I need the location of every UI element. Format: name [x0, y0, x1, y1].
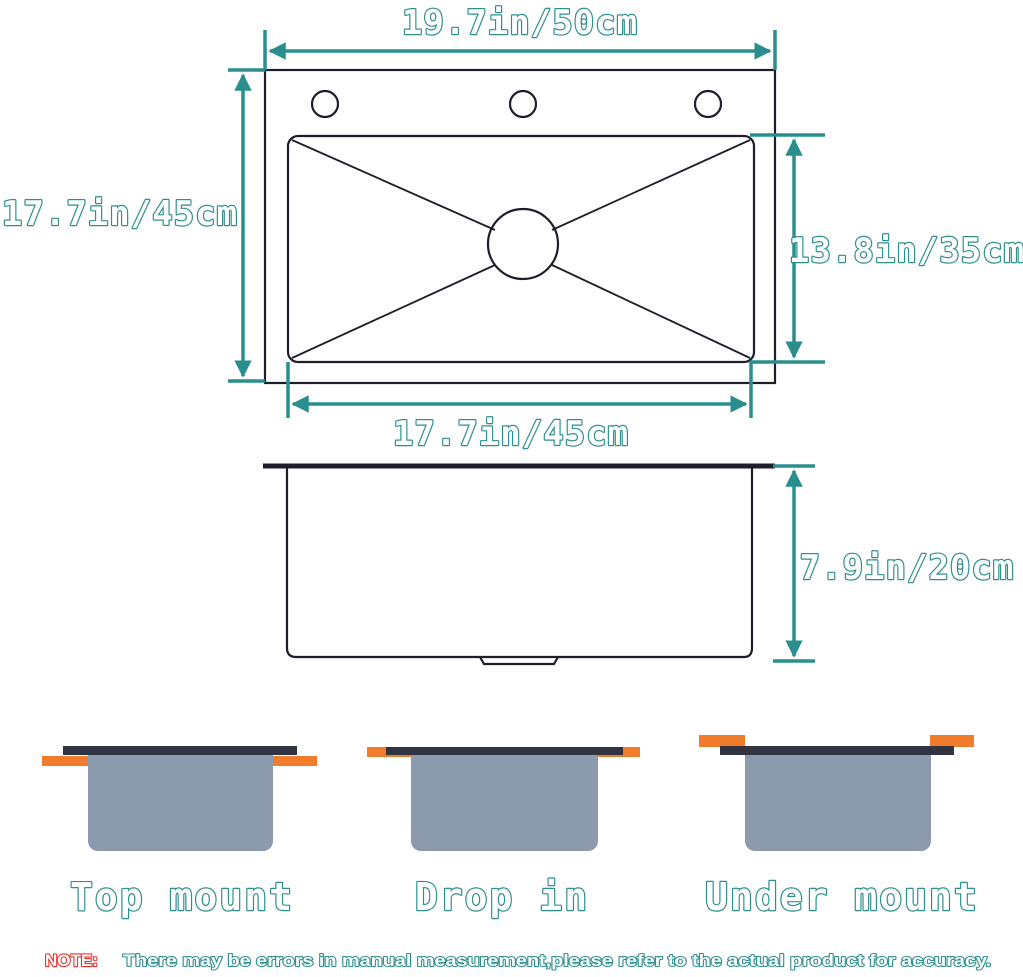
bowl-slope-line [291, 264, 496, 359]
outer-depth-dimension: 17.7in/45cm [1, 68, 265, 383]
sink-basin [411, 752, 598, 851]
sink-basin [88, 752, 273, 851]
side-view-sink [263, 463, 775, 666]
side-drain-outlet [479, 656, 559, 666]
sink-rim [720, 746, 954, 755]
top-width-dimension: 19.7in/50cm [263, 2, 777, 70]
bowl-width-dimension: 17.7in/45cm [286, 362, 753, 455]
top-mount-illustration [42, 746, 317, 851]
countertop-right [930, 735, 974, 747]
sink-outer-outline [263, 68, 777, 385]
top-width-label: 19.7in/50cm [402, 3, 638, 43]
under-mount-illustration [699, 735, 974, 851]
bowl-depth-label: 13.8in/35cm [789, 231, 1023, 271]
bowl-outline [286, 134, 756, 364]
note-tag: NOTE: [45, 951, 98, 970]
countertop-left [699, 735, 745, 747]
note-text: There may be errors in manual measuremen… [123, 951, 991, 970]
sink-basin [745, 752, 931, 851]
sink-basin-top [88, 752, 273, 772]
sink-basin-top [411, 752, 598, 772]
faucet-hole-right [693, 89, 723, 119]
bowl-height-label: 7.9in/20cm [800, 548, 1015, 588]
under-mount-label: Under mount [705, 875, 979, 919]
countertop-left [42, 756, 88, 766]
faucet-hole-left [310, 89, 340, 119]
bowl-slope-line [551, 264, 751, 359]
top-view-sink [263, 68, 777, 385]
drop-in-label: Drop in [415, 875, 589, 919]
bowl-depth-dimension: 13.8in/35cm [750, 133, 1023, 364]
sink-rim [63, 746, 297, 755]
bowl-width-label: 17.7in/45cm [393, 414, 629, 454]
top-mount-label: Top mount [70, 875, 294, 919]
countertop-right [273, 756, 317, 766]
bowl-slope-line [291, 139, 496, 231]
faucet-hole-center [508, 89, 538, 119]
sink-rim [386, 747, 623, 755]
bowl-height-dimension: 7.9in/20cm [773, 464, 1015, 663]
outer-depth-label: 17.7in/45cm [2, 194, 238, 234]
side-bowl-outline [285, 466, 754, 659]
drop-in-illustration [367, 747, 640, 851]
sink-basin-top [745, 752, 931, 772]
bowl-slope-line [551, 139, 751, 231]
drain-circle [486, 207, 560, 281]
